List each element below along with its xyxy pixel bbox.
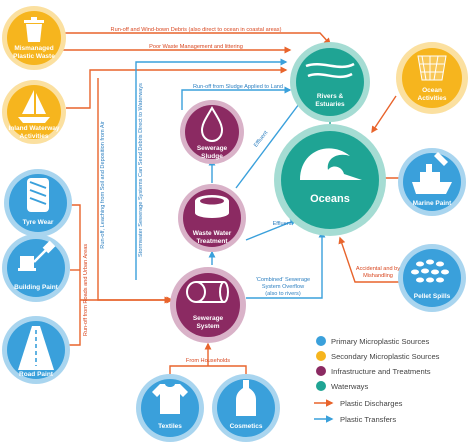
arrow-inland-to-rivers <box>66 66 288 109</box>
arrow-overflow-to-oceans <box>246 230 326 299</box>
node-label-rivers-2: Estuaries <box>315 101 345 108</box>
node-pellet-spills: Pellet Spills <box>398 244 466 312</box>
arrow-wwt-to-rivers <box>235 98 303 189</box>
node-sewerage-sludge: Sewerage Sludge <box>180 100 244 164</box>
node-mismanaged-plastic-waste: Mismanaged Plastic Waste <box>2 6 66 70</box>
label-runoff-wind: Run-off and Wind-bown Debris (also direc… <box>111 27 282 33</box>
ship-icon <box>412 152 452 194</box>
node-label-sewer-2: System <box>196 323 219 330</box>
fishing-net-icon <box>417 55 447 81</box>
legend-item-discharges: Plastic Discharges <box>314 399 403 408</box>
arrow-leaching <box>97 78 172 304</box>
node-label-building: Building Paint <box>14 284 59 291</box>
label-runoff-leaching: Run-off, Leaching from Soil and Depositi… <box>100 121 106 249</box>
node-label-cosmetics: Cosmetics <box>230 423 263 430</box>
legend-label-discharges: Plastic Discharges <box>340 399 403 408</box>
node-label-mismanaged-1: Mismanaged <box>14 45 53 52</box>
legend-label-secondary: Secondary Microplastic Sources <box>331 352 440 361</box>
node-label-sewer-1: Sewerage <box>193 315 224 322</box>
node-label-rivers-1: Rivers & <box>317 93 344 100</box>
arrow-wwt-to-oceans <box>245 218 298 241</box>
label-effluent: Effluent <box>273 221 292 227</box>
label-accidental-1: Accidental and by <box>356 266 400 272</box>
node-sewerage-system: Sewerage System <box>170 267 246 343</box>
node-tyre-wear: Tyre Wear <box>4 169 72 237</box>
legend-label-infrastructure: Infrastructure and Treatments <box>331 367 431 376</box>
wave-icon <box>300 148 362 180</box>
label-runoff-roads: Run-off from Roads and Urban Areas <box>83 244 89 336</box>
pipe-icon <box>186 281 229 303</box>
arrow-households-to-sewer <box>169 344 247 378</box>
sailboat-icon <box>18 90 50 123</box>
legend-label-transfers: Plastic Transfers <box>340 415 396 424</box>
node-textiles: Textiles <box>136 374 204 442</box>
node-marine-paint: Marine Paint <box>398 148 466 216</box>
arrow-mismanaged-to-rivers <box>62 32 331 46</box>
trash-bin-icon <box>24 17 44 42</box>
node-label-ocean-act-1: Ocean <box>422 87 442 94</box>
legend-item-waterways: Waterways <box>316 381 368 391</box>
label-runoff-sludge: Run-off from Sludge Applied to Land <box>193 84 283 90</box>
label-combined-1: 'Combined' Sewerage <box>256 277 310 283</box>
river-icon <box>305 62 355 79</box>
arrow-stormwater <box>135 58 288 280</box>
node-building-paint: Building Paint <box>2 234 70 302</box>
label-combined-3: (also to rivers) <box>265 291 301 297</box>
arrow-sludge-to-land <box>181 86 292 110</box>
legend-item-secondary: Secondary Microplastic Sources <box>316 351 440 361</box>
node-waste-water-treatment: Waste Water Treatment <box>178 184 246 252</box>
node-label-mismanaged-2: Plastic Waste <box>13 53 55 60</box>
road-icon <box>18 326 54 370</box>
node-cosmetics: Cosmetics <box>212 374 280 442</box>
node-label-tyre: Tyre Wear <box>23 219 54 226</box>
node-rivers-estuaries: Rivers & Estuaries <box>290 42 370 122</box>
pellets-icon <box>411 259 449 283</box>
legend: Primary Microplastic Sources Secondary M… <box>314 336 440 424</box>
arrow-pellets-to-oceans <box>338 236 405 283</box>
node-label-sludge-2: Sludge <box>201 153 223 160</box>
tyre-icon <box>27 178 49 212</box>
label-combined-2: System Overflow <box>262 284 305 290</box>
edge-labels: Run-off and Wind-bown Debris (also direc… <box>83 27 400 364</box>
node-label-sludge-1: Sewerage <box>197 145 228 152</box>
label-households: From Households <box>186 358 230 364</box>
legend-item-transfers: Plastic Transfers <box>314 415 396 424</box>
node-label-inland-2: Activities <box>20 133 49 140</box>
legend-label-waterways: Waterways <box>331 382 368 391</box>
label-stormwater: Stormwater Sewerage Systems Can Send Deb… <box>138 83 144 257</box>
legend-item-primary: Primary Microplastic Sources <box>316 336 430 346</box>
label-poor-waste: Poor Waste Management and littering <box>149 44 243 50</box>
treatment-tank-icon <box>195 195 229 218</box>
node-label-road: Road Paint <box>19 371 54 378</box>
node-label-pellets: Pellet Spills <box>414 293 451 300</box>
legend-label-primary: Primary Microplastic Sources <box>331 337 430 346</box>
arrow-ocean-activities <box>371 95 397 134</box>
arrows <box>62 32 405 378</box>
tshirt-icon <box>152 384 188 414</box>
arrow-roads-to-sewer <box>66 204 81 346</box>
node-label-wwt-1: Waste Water <box>193 230 232 237</box>
nodes: Mismanaged Plastic Waste Inland Waterway… <box>2 6 468 442</box>
bottle-icon <box>236 380 256 416</box>
node-label-wwt-2: Treatment <box>196 238 228 245</box>
node-oceans: Oceans <box>274 124 386 236</box>
label-accidental-2: Mishandling <box>363 273 393 279</box>
node-ocean-activities: Ocean Activities <box>396 42 468 114</box>
paint-roller-icon <box>18 240 56 271</box>
node-road-paint: Road Paint <box>2 316 70 384</box>
node-label-textiles: Textiles <box>158 423 182 430</box>
node-inland-waterway-activities: Inland Waterway Activities <box>2 80 66 144</box>
node-label-oceans: Oceans <box>310 193 350 205</box>
legend-item-infrastructure: Infrastructure and Treatments <box>316 366 431 376</box>
node-label-inland-1: Inland Waterway <box>8 125 59 132</box>
node-label-marine: Marine Paint <box>413 200 452 207</box>
droplet-icon <box>200 106 224 143</box>
node-label-ocean-act-2: Activities <box>418 95 447 102</box>
